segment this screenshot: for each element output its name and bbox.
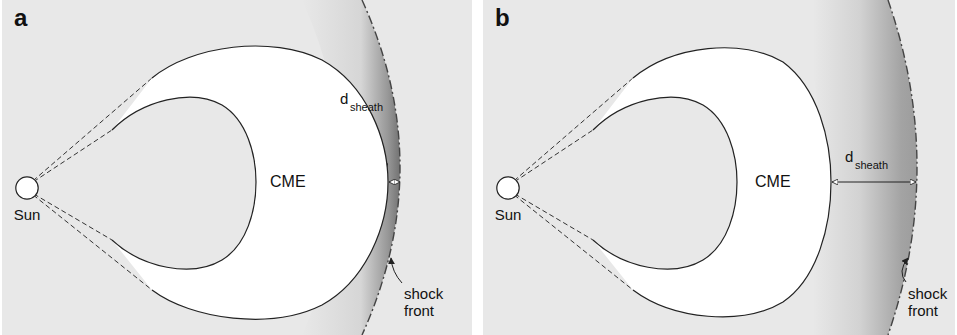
panel: aSun CME [2,0,472,335]
panel-letter: b [495,4,510,32]
leader-line [391,258,402,283]
panel-b-art [483,0,955,335]
panel-letter: a [14,4,27,32]
sun-label: Sun [495,206,522,223]
panel-ground [2,0,472,335]
sun-circle: Sun [496,176,520,200]
leader-line [902,258,908,282]
cme-body: CME [107,35,394,330]
shock-front-line [888,0,917,335]
panel-ground [483,0,955,335]
sun-label: Sun [14,206,41,223]
cme-label: CME [755,173,791,191]
cme-outline [107,35,394,330]
dimension-subscript: sheath [350,101,383,114]
cme-outline [588,35,837,330]
dimension-symbol: d [845,148,853,165]
sun-circle: Sun [15,176,39,200]
sheath-dimension [832,182,916,183]
sheath-dimension [389,182,400,183]
panel-a-art [2,0,472,335]
cme-body: CME [588,35,837,330]
sun-outline [15,176,39,200]
dimension-subscript: sheath [855,159,888,172]
shock-front-label: shock front [908,285,954,320]
cme-label: CME [270,173,306,191]
dimension-symbol: d [340,90,348,107]
shock-front-label: shock front [404,285,452,320]
sun-outline [496,176,520,200]
